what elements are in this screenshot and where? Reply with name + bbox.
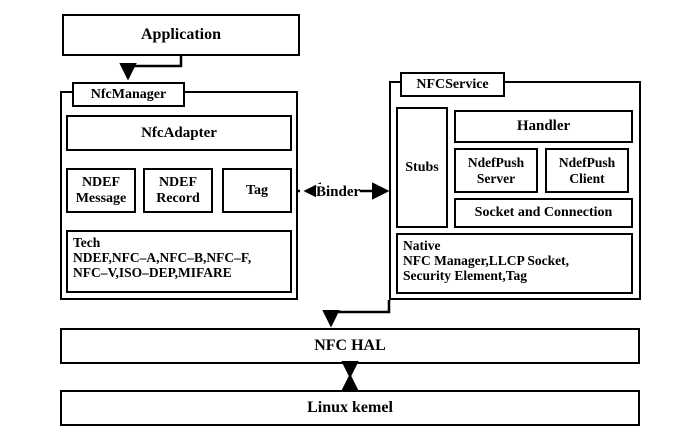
tech-line-1: NDEF,NFC–A,NFC–B,NFC–F, [73,250,252,266]
tech-box: Tech NDEF,NFC–A,NFC–B,NFC–F, NFC–V,ISO–D… [66,230,292,293]
ndefpush-client-label: NdefPush Client [558,155,616,186]
socket-and-connection-box: Socket and Connection [454,198,633,228]
ndefpush-client-box: NdefPush Client [545,148,629,193]
socket-and-connection-label: Socket and Connection [474,205,613,221]
nfcadapter-label: NfcAdapter [141,124,217,141]
connector-nfcservice-to-nfchal [322,300,391,328]
ndefpush-server-label: NdefPush Server [467,155,525,186]
ndefpush-server-box: NdefPush Server [454,148,538,193]
nfc-hal-label: NFC HAL [314,337,386,355]
stubs-box: Stubs [396,107,448,228]
ndef-record-box: NDEF Record [143,168,213,213]
native-content: Native NFC Manager,LLCP Socket, Security… [403,235,569,283]
native-line-1: NFC Manager,LLCP Socket, [403,253,569,269]
tag-box: Tag [222,168,292,213]
nfcmanager-label: NfcManager [90,86,167,102]
binder-label: Binder [316,184,361,201]
native-line-2: Security Element,Tag [403,268,527,284]
stubs-label: Stubs [405,159,439,175]
tech-content: Tech NDEF,NFC–A,NFC–B,NFC–F, NFC–V,ISO–D… [73,232,251,280]
handler-box: Handler [454,110,633,143]
application-label: Application [140,26,221,44]
native-heading: Native [403,238,441,253]
linux-kernel-label: Linux kemel [307,399,393,417]
tag-label: Tag [245,182,269,198]
nfcservice-label: NFCService [416,76,489,92]
ndef-message-label: NDEF Message [75,174,127,206]
nfcmanager-label-box: NfcManager [72,82,185,107]
linux-kernel-box: Linux kemel [60,390,640,426]
handler-label: Handler [516,118,571,135]
nfcservice-label-box: NFCService [400,72,505,97]
tech-line-2: NFC–V,ISO–DEP,MIFARE [73,265,232,281]
application-box: Application [62,14,300,56]
ndef-message-box: NDEF Message [66,168,136,213]
tech-heading: Tech [73,235,101,250]
native-box: Native NFC Manager,LLCP Socket, Security… [396,233,633,294]
nfcadapter-box: NfcAdapter [66,115,292,151]
connector-application-to-nfcmanager [119,56,183,81]
ndef-record-label: NDEF Record [156,174,200,206]
nfc-hal-box: NFC HAL [60,328,640,364]
